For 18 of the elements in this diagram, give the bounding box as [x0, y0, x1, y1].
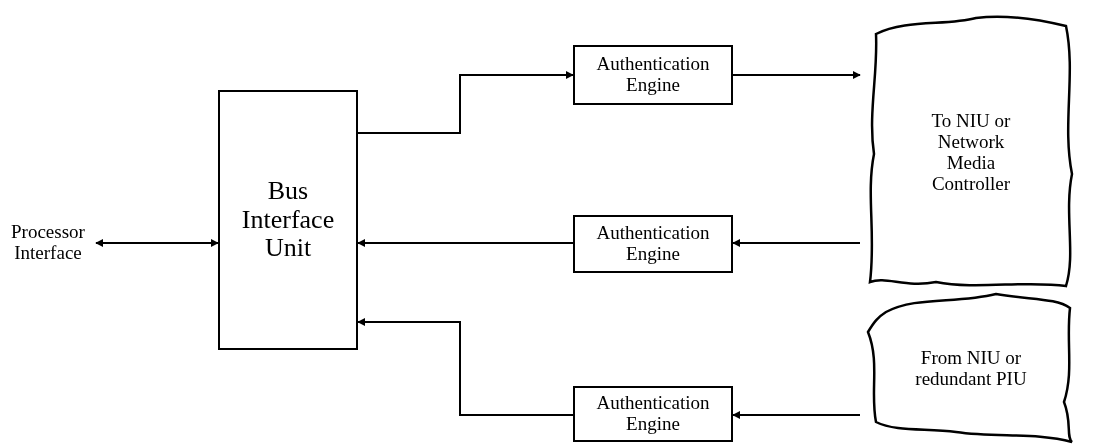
interface-label: Processor Interface — [10, 222, 86, 264]
arrow — [357, 239, 574, 247]
arrow — [732, 239, 861, 247]
box-label: Authentication Engine — [595, 223, 711, 265]
arrow — [357, 71, 574, 134]
cloud-label: To NIU or Network Media Controller — [930, 111, 1012, 195]
arrow — [732, 411, 861, 419]
cloud-label: From NIU or redundant PIU — [914, 347, 1028, 390]
box-label: Authentication Engine — [595, 393, 711, 435]
arrow — [732, 71, 861, 79]
box-label: Authentication Engine — [595, 54, 711, 96]
box-label: Bus Interface Unit — [240, 177, 336, 263]
process-box — [573, 386, 733, 442]
arrow — [95, 239, 219, 247]
process-box — [573, 45, 733, 105]
process-box — [573, 215, 733, 273]
process-box — [218, 90, 358, 350]
arrow — [357, 318, 574, 416]
